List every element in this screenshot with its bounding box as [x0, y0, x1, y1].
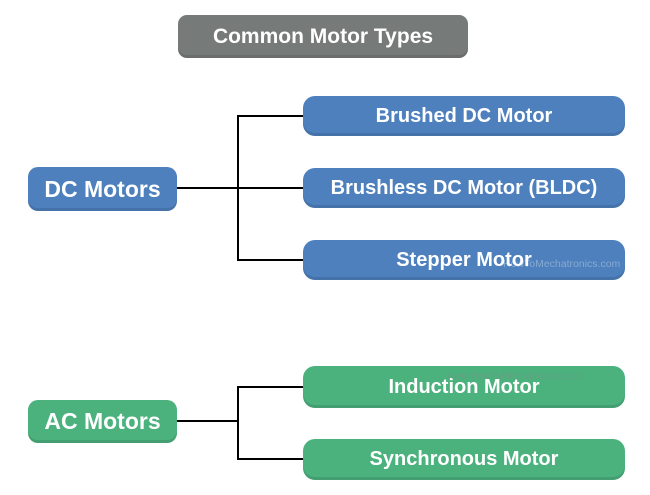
ac-connector-vertical-line	[237, 386, 239, 460]
node-dc-motors: DC Motors	[28, 167, 177, 211]
node-ac-motors: AC Motors	[28, 400, 177, 443]
ac-connector-branch-top	[237, 386, 303, 388]
diagram-title: Common Motor Types	[178, 15, 468, 58]
ac-connector-branch-bottom	[237, 458, 303, 460]
dc-connector-vertical-line	[237, 115, 239, 261]
node-synchronous-motor: Synchronous Motor	[303, 439, 625, 480]
dc-connector-main-line	[177, 187, 303, 189]
dc-connector-branch-top	[237, 115, 303, 117]
ac-connector-main-line	[177, 420, 238, 422]
node-brushless-dc-motor: Brushless DC Motor (BLDC)	[303, 168, 625, 208]
dc-connector-branch-bottom	[237, 259, 303, 261]
node-brushed-dc-motor: Brushed DC Motor	[303, 96, 625, 136]
node-stepper-motor: Stepper Motor	[303, 240, 625, 280]
node-induction-motor: Induction Motor	[303, 366, 625, 408]
